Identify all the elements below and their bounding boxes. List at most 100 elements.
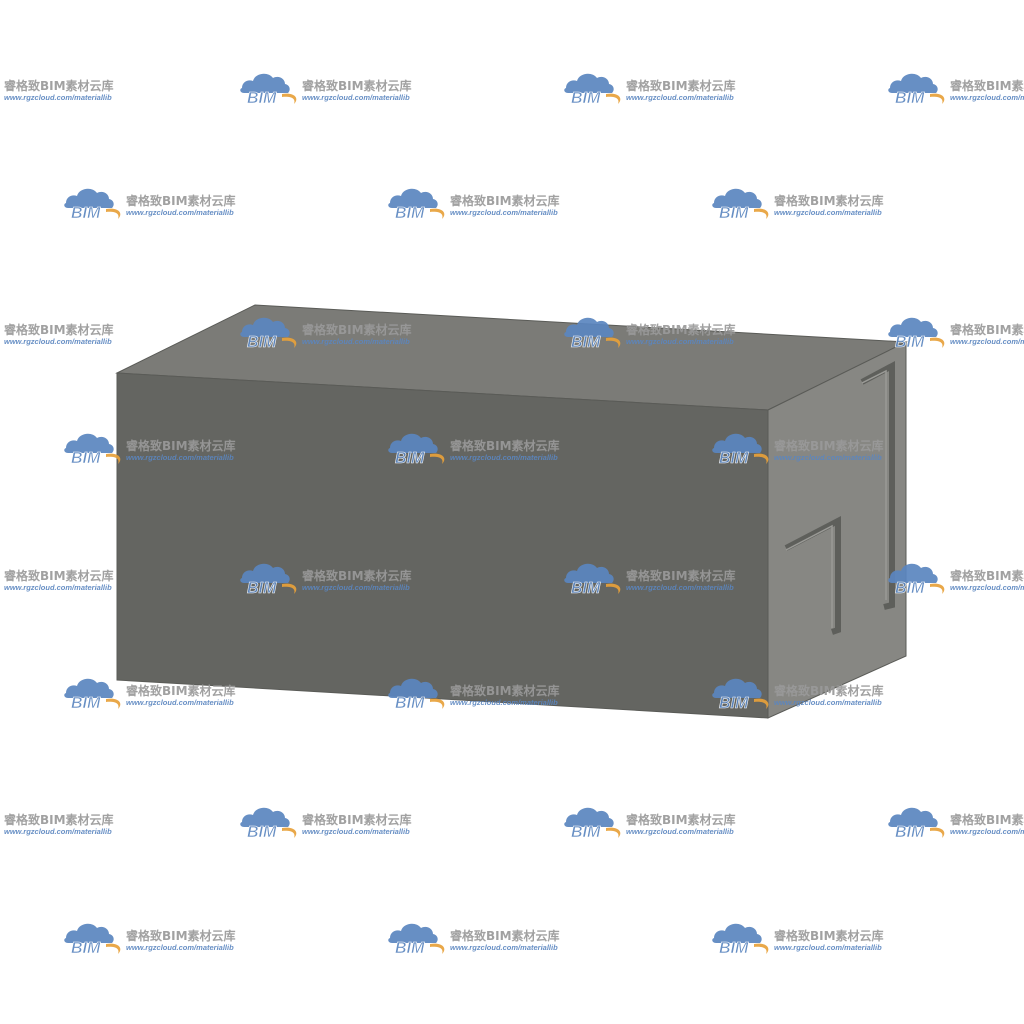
- cloud-logo-icon: [64, 678, 114, 698]
- watermark-brand-text: 睿格致BIM素材云库: [4, 78, 114, 93]
- bim-badge-text: BIM: [247, 334, 277, 351]
- watermark-brand-text: 睿格致BIM素材云库: [126, 928, 236, 943]
- watermark-brand-text: 睿格致BIM素材云库: [450, 438, 560, 453]
- watermark-url-text: www.rgzcloud.com/materiallib: [626, 583, 734, 592]
- cloud-logo-icon: [64, 433, 114, 453]
- bim-watermark: BIM睿格致BIM素材云库www.rgzcloud.com/materialli…: [564, 563, 736, 597]
- side-groove-upper: [860, 361, 895, 610]
- logo-swoosh-icon: [282, 93, 297, 104]
- logo-swoosh-icon: [754, 943, 769, 954]
- watermark-brand-text: 睿格致BIM素材云库: [774, 683, 884, 698]
- watermark-url-text: www.rgzcloud.com/materiallib: [302, 583, 410, 592]
- cloud-logo-icon: [240, 563, 290, 583]
- bim-watermark: BIM睿格致BIM素材云库www.rgzcloud.com/materialli…: [64, 433, 236, 467]
- watermark-brand-text: 睿格致BIM素材云库: [450, 683, 560, 698]
- watermark-layer: BIM睿格致BIM素材云库www.rgzcloud.com/materialli…: [4, 73, 1024, 957]
- bim-watermark: BIM睿格致BIM素材云库www.rgzcloud.com/materialli…: [64, 188, 236, 222]
- bim-badge-text: BIM: [571, 334, 601, 351]
- watermark-brand-text: 睿格致BIM素材云库: [126, 683, 236, 698]
- watermark-brand-text: 睿格致BIM素材云库: [950, 78, 1024, 93]
- bim-badge-text: BIM: [247, 824, 277, 841]
- watermark-brand-text: 睿格致BIM素材云库: [126, 193, 236, 208]
- watermark-url-text: www.rgzcloud.com/materiallib: [4, 583, 112, 592]
- bim-badge-text: BIM: [247, 580, 277, 597]
- logo-swoosh-icon: [606, 337, 621, 348]
- logo-swoosh-icon: [430, 698, 445, 709]
- watermark-url-text: www.rgzcloud.com/materiallib: [450, 698, 558, 707]
- bim-watermark: BIM 睿格致BIM素材云库www.rgzcloud.com/materialli…: [888, 807, 1024, 841]
- watermark-url-text: www.rgzcloud.com/materiallib: [450, 943, 558, 952]
- watermark-brand-text: 睿格致BIM素材云库: [950, 568, 1024, 583]
- watermark-brand-text: 睿格致BIM素材云库: [950, 812, 1024, 827]
- bim-watermark: BIM睿格致BIM素材云库www.rgzcloud.com/materialli…: [240, 73, 412, 107]
- bim-badge-text: BIM: [71, 205, 101, 222]
- bim-watermark: BIM睿格致BIM素材云库www.rgzcloud.com/materialli…: [564, 73, 736, 107]
- watermark-url-text: www.rgzcloud.com/materiallib: [950, 827, 1024, 836]
- cloud-logo-icon: [388, 923, 438, 943]
- cloud-logo-icon: [564, 563, 614, 583]
- watermark-url-text: www.rgzcloud.com/materiallib: [126, 453, 234, 462]
- watermark-url-text: www.rgzcloud.com/materiallib: [4, 827, 112, 836]
- cloud-logo-icon: [388, 188, 438, 208]
- bim-watermark: BIM 睿格致BIM素材云库www.rgzcloud.com/materialli…: [388, 188, 560, 222]
- watermark-brand-text: 睿格致BIM素材云库: [450, 193, 560, 208]
- watermark-brand-text: 睿格致BIM素材云库: [302, 568, 412, 583]
- cloud-logo-icon: [712, 188, 762, 208]
- bim-watermark: BIM睿格致BIM素材云库www.rgzcloud.com/materialli…: [4, 322, 114, 346]
- bim-badge-text: BIM: [571, 580, 601, 597]
- logo-swoosh-icon: [754, 453, 769, 464]
- watermark-url-text: www.rgzcloud.com/materiallib: [4, 93, 112, 102]
- watermark-brand-text: 睿格致BIM素材云库: [774, 928, 884, 943]
- logo-swoosh-icon: [106, 698, 121, 709]
- box-front-face: [116, 372, 769, 719]
- bim-badge-text: BIM: [395, 695, 425, 712]
- watermark-url-text: www.rgzcloud.com/materiallib: [774, 943, 882, 952]
- logo-swoosh-icon: [282, 827, 297, 838]
- watermark-brand-text: 睿格致BIM素材云库: [4, 812, 114, 827]
- side-groove-lower: [784, 516, 841, 635]
- logo-swoosh-icon: [430, 208, 445, 219]
- bim-badge-text: BIM: [395, 450, 425, 467]
- bim-watermark: BIM睿格致BIM素材云库www.rgzcloud.com/materialli…: [888, 73, 1024, 107]
- bim-badge-text: BIM: [395, 205, 425, 222]
- logo-swoosh-icon: [282, 583, 297, 594]
- cloud-logo-icon: [240, 807, 290, 827]
- cloud-logo-icon: [564, 73, 614, 93]
- cloud-logo-icon: [712, 678, 762, 698]
- logo-swoosh-icon: [430, 943, 445, 954]
- cloud-logo-icon: [712, 923, 762, 943]
- watermark-brand-text: 睿格致BIM素材云库: [626, 78, 736, 93]
- logo-swoosh-icon: [106, 943, 121, 954]
- watermark-url-text: www.rgzcloud.com/materiallib: [774, 208, 882, 217]
- bim-badge-text: BIM: [719, 450, 749, 467]
- bim-watermark: BIM睿格致BIM素材云库www.rgzcloud.com/materialli…: [712, 678, 884, 712]
- bim-badge-text: BIM: [895, 580, 925, 597]
- bim-watermark: BIM睿格致BIM素材云库www.rgzcloud.com/materialli…: [712, 433, 884, 467]
- watermark-url-text: www.rgzcloud.com/materiallib: [450, 453, 558, 462]
- logo-swoosh-icon: [606, 827, 621, 838]
- watermark-brand-text: 睿格致BIM素材云库: [302, 322, 412, 337]
- logo-swoosh-icon: [106, 208, 121, 219]
- logo-swoosh-icon: [930, 827, 945, 838]
- watermark-brand-text: 睿格致BIM素材云库: [626, 812, 736, 827]
- side-groove-lower-highlight: [785, 524, 833, 628]
- logo-swoosh-icon: [754, 208, 769, 219]
- watermark-brand-text: 睿格致BIM素材云库: [4, 322, 114, 337]
- watermark-brand-text: 睿格致BIM素材云库: [626, 322, 736, 337]
- watermark-url-text: www.rgzcloud.com/materiallib: [626, 827, 734, 836]
- watermark-url-text: www.rgzcloud.com/materiallib: [950, 583, 1024, 592]
- watermark-brand-text: 睿格致BIM素材云库: [126, 438, 236, 453]
- bim-watermark: BIM睿格致BIM素材云库www.rgzcloud.com/materialli…: [64, 923, 236, 957]
- bim-watermark: BIM睿格致BIM素材云库www.rgzcloud.com/materialli…: [4, 78, 114, 102]
- cloud-logo-icon: [888, 807, 938, 827]
- cloud-logo-icon: [712, 433, 762, 453]
- bim-badge-text: BIM: [895, 824, 925, 841]
- cloud-logo-icon: [388, 678, 438, 698]
- bim-badge-text: BIM: [395, 940, 425, 957]
- cloud-logo-icon: [888, 563, 938, 583]
- logo-swoosh-icon: [282, 337, 297, 348]
- bim-watermark: BIM睿格致BIM素材云库www.rgzcloud.com/materialli…: [240, 317, 412, 351]
- watermark-url-text: www.rgzcloud.com/materiallib: [450, 208, 558, 217]
- watermark-url-text: www.rgzcloud.com/materiallib: [4, 337, 112, 346]
